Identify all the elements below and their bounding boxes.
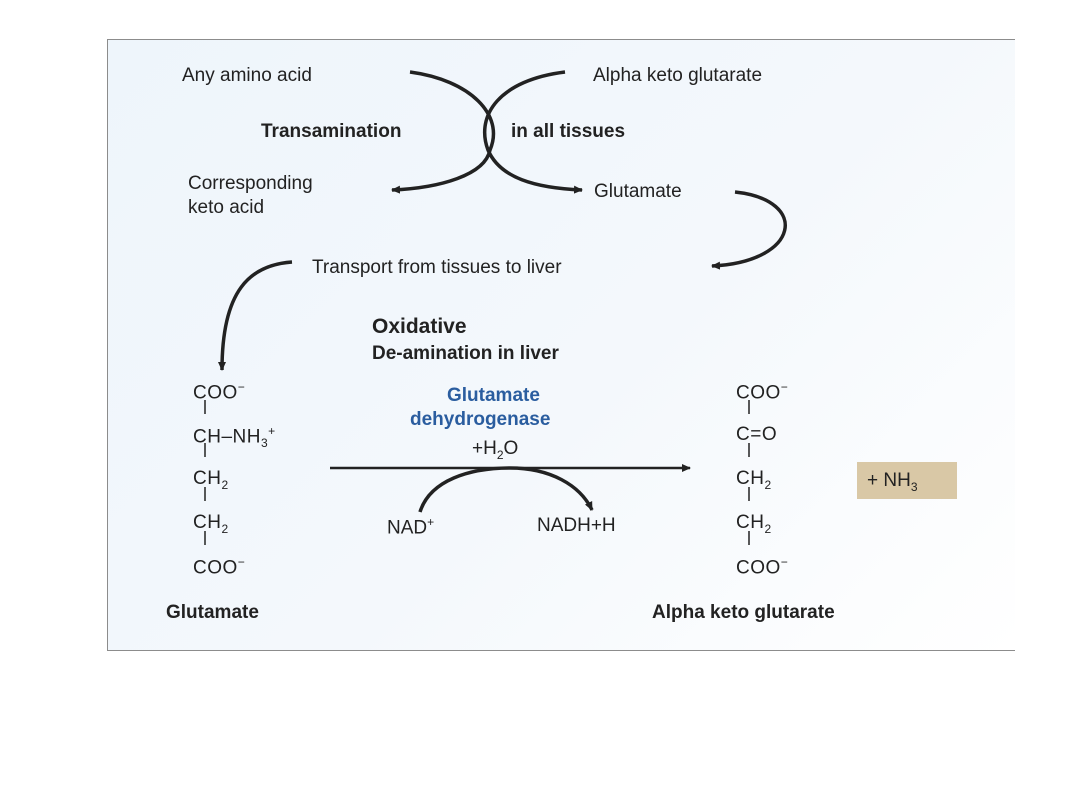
akg-name: Alpha keto glutarate [652, 602, 835, 623]
water-label: +H2O [472, 438, 519, 462]
glutamate-ch-nh3: CH–NH3+ [193, 424, 276, 451]
akg-ch2-first: CH2 [736, 468, 772, 492]
glutamate-name: Glutamate [166, 602, 259, 623]
akg-ch2-second: CH2 [736, 512, 772, 536]
alpha-keto-glutarate-top-label: Alpha keto glutarate [593, 65, 763, 86]
transport-label: Transport from tissues to liver [312, 257, 562, 278]
glutamate-coo-bottom: COO− [193, 555, 246, 579]
nadh-label: NADH+H [537, 515, 616, 536]
transport-down-arrow [218, 260, 293, 371]
in-all-tissues-label: in all tissues [511, 121, 626, 142]
enzyme-name-line2: dehydrogenase [410, 409, 551, 430]
glutamate-top-label: Glutamate [594, 181, 682, 202]
glutamate-ch2-first: CH2 [193, 468, 229, 492]
enzyme-name-line1: Glutamate [447, 385, 540, 406]
oxidative-label: Oxidative [372, 315, 467, 338]
transamination-left-curve [391, 70, 496, 194]
glutamate-to-liver-arrow [711, 190, 787, 270]
akg-coo-top: COO− [736, 380, 789, 404]
nad-label: NAD+ [387, 515, 435, 539]
akg-carbonyl: C=O [736, 424, 778, 445]
nad-nadh-curve [418, 466, 594, 513]
corresponding-label: Corresponding [188, 173, 313, 194]
keto-acid-label: keto acid [188, 197, 265, 218]
ammonia-product-box: + NH3 [857, 462, 957, 499]
any-amino-acid-label: Any amino acid [182, 65, 312, 86]
akg-coo-bottom: COO− [736, 555, 789, 579]
glutamate-coo-top: COO− [193, 380, 246, 404]
ammonia-label: + NH3 [867, 470, 918, 494]
transamination-right-curve [482, 70, 583, 194]
glutamate-ch2-second: CH2 [193, 512, 229, 536]
transamination-label: Transamination [261, 121, 402, 142]
deamination-label: De-amination in liver [372, 343, 559, 364]
diagram-panel [107, 39, 1015, 651]
